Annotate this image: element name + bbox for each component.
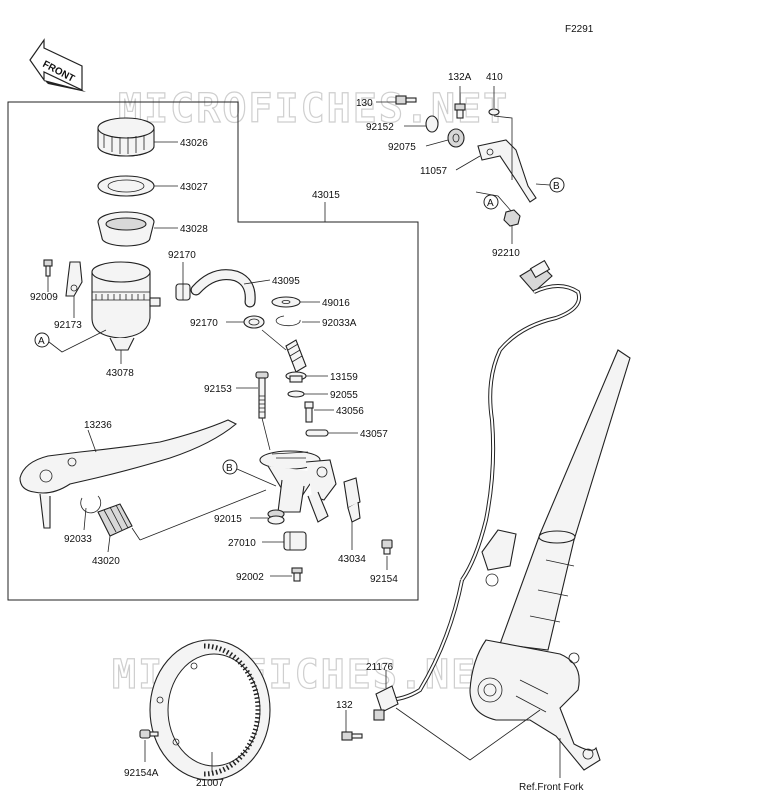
reservoir-cap: [97, 117, 155, 157]
callout-b-mid: [222, 459, 238, 475]
label-43078: 43078: [106, 368, 134, 379]
label-92154: 92154: [370, 574, 398, 585]
assembly-box: [7, 101, 419, 601]
label-21176: 21176: [366, 662, 394, 673]
label-92033a: 92033A: [322, 318, 357, 329]
callout-b-mid-label: B: [226, 463, 233, 474]
hose-clamp-upper: [175, 283, 191, 301]
screw-92154a: [139, 729, 159, 739]
callout-a-left: [34, 332, 50, 348]
reservoir-body: [91, 261, 161, 351]
bracket-11057: [477, 139, 537, 203]
watermark-top: MICROFICHES.NET: [118, 86, 509, 132]
callout-b-right-label: B: [553, 181, 560, 192]
diaphragm: [97, 211, 155, 247]
master-cylinder-body: [259, 450, 337, 523]
label-410: 410: [486, 72, 503, 83]
washer-49016: [271, 296, 301, 308]
label-92002: 92002: [236, 572, 264, 583]
label-92033: 92033: [64, 534, 92, 545]
collar-92152: [425, 115, 439, 133]
bleeder-43056: [304, 401, 314, 423]
grommet-92075: [447, 128, 465, 148]
label-92170-lower: 92170: [190, 318, 218, 329]
callout-a-left-label: A: [38, 336, 45, 347]
label-49016: 49016: [322, 298, 350, 309]
bolt-92153: [255, 371, 269, 419]
label-92170-upper: 92170: [168, 250, 196, 261]
label-92015: 92015: [214, 514, 242, 525]
cap-43057: [305, 429, 329, 437]
label-43020: 43020: [92, 556, 120, 567]
front-fork: [469, 349, 631, 771]
wheel-speed-sensor-21176: [373, 685, 399, 721]
label-11057: 11057: [420, 166, 448, 177]
sensor-connector: [519, 259, 553, 293]
label-92055: 92055: [330, 390, 358, 401]
diaphragm-plate: [97, 175, 155, 197]
circlip-92033a: [275, 315, 301, 327]
callout-a-right-label: A: [487, 198, 494, 209]
label-130: 130: [356, 98, 373, 109]
label-43026: 43026: [180, 138, 208, 149]
label-21007: 21007: [196, 778, 224, 789]
brake-switch-43034: [343, 477, 361, 523]
o-ring-92055: [287, 390, 305, 398]
label-13236: 13236: [84, 420, 112, 431]
nut-92210: [503, 209, 521, 227]
washer-410: [488, 108, 500, 116]
brake-lever-13236: [19, 419, 237, 529]
label-92153: 92153: [204, 384, 232, 395]
screw-92009: [43, 259, 53, 277]
bolt-130: [395, 95, 417, 105]
label-92210: 92210: [492, 248, 520, 259]
label-43028: 43028: [180, 224, 208, 235]
switch-27010: [283, 531, 307, 551]
circlip-92033: [80, 495, 102, 514]
hose-clamp-lower: [243, 315, 265, 329]
label-92152: 92152: [366, 122, 394, 133]
fitting-elbow: [285, 339, 307, 373]
bolt-132a: [454, 103, 466, 119]
label-13159: 13159: [330, 372, 358, 383]
piston-kit-43020: [97, 503, 133, 537]
nut-92015: [267, 509, 285, 525]
label-92154a: 92154A: [124, 768, 159, 779]
bracket-92173: [65, 261, 83, 297]
label-43095: 43095: [272, 276, 300, 287]
label-132: 132: [336, 700, 353, 711]
label-132a: 132A: [448, 72, 472, 83]
screw-92154: [381, 539, 393, 555]
label-43034: 43034: [338, 554, 366, 565]
label-92009: 92009: [30, 292, 58, 303]
label-43056: 43056: [336, 406, 364, 417]
label-43015: 43015: [312, 190, 340, 201]
label-43027: 43027: [180, 182, 208, 193]
front-arrow-icon: FRONT: [29, 38, 86, 92]
bolt-132: [341, 731, 363, 741]
sensor-rotor-21007: [149, 639, 271, 781]
nipple-13159: [285, 371, 307, 383]
label-92075: 92075: [388, 142, 416, 153]
label-92173: 92173: [54, 320, 82, 331]
screw-92002: [291, 567, 303, 582]
label-27010: 27010: [228, 538, 256, 549]
diagram-code: F2291: [565, 24, 594, 35]
label-43057: 43057: [360, 429, 388, 440]
ref-front-fork: Ref.Front Fork: [519, 782, 584, 793]
